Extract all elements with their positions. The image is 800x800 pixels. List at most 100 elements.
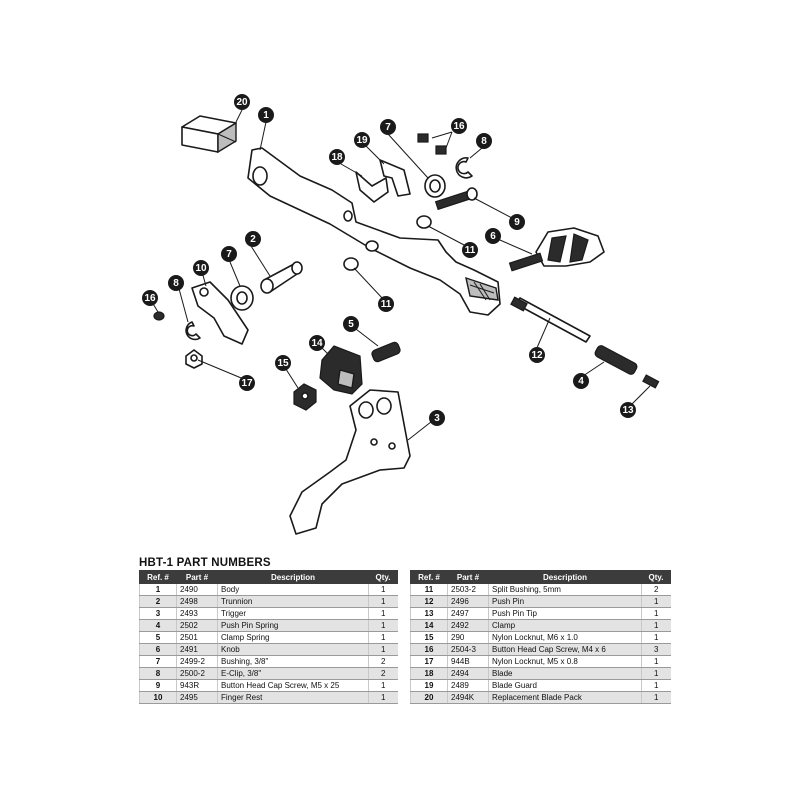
part-push-pin-tip xyxy=(642,374,660,389)
callout-16: 16 xyxy=(451,118,467,134)
cell-qty: 1 xyxy=(368,619,398,632)
cell-ref: 19 xyxy=(410,679,448,692)
callout-label: 7 xyxy=(385,122,391,133)
part-clamp xyxy=(319,345,363,395)
cell-description: Finger Rest xyxy=(217,691,369,704)
part-split-bushing-upper xyxy=(416,215,432,229)
cell-ref: 4 xyxy=(139,619,177,632)
cell-ref: 14 xyxy=(410,619,448,632)
callout-label: 6 xyxy=(490,231,496,242)
cell-ref: 18 xyxy=(410,667,448,680)
callout-label: 19 xyxy=(356,135,368,146)
col-ref-header: Ref. # xyxy=(410,570,448,584)
callout-label: 10 xyxy=(195,263,207,274)
cell-part: 943R xyxy=(176,679,218,692)
callout-19: 19 xyxy=(354,132,370,148)
cell-description: Bushing, 3/8" xyxy=(217,655,369,668)
cell-description: Clamp Spring xyxy=(217,631,369,644)
part-clamp-spring xyxy=(371,341,401,363)
cell-description: Nylon Locknut, M6 x 1.0 xyxy=(488,631,642,644)
cell-ref: 7 xyxy=(139,655,177,668)
cell-description: Knob xyxy=(217,643,369,656)
callout-20: 20 xyxy=(234,94,250,110)
leader-lines xyxy=(151,109,651,441)
callout-11: 11 xyxy=(378,296,394,312)
cell-part: 2499-2 xyxy=(176,655,218,668)
callout-14: 14 xyxy=(309,335,325,351)
callout-label: 14 xyxy=(311,338,323,349)
cell-ref: 11 xyxy=(410,583,448,596)
cell-part: 2497 xyxy=(447,607,489,620)
part-finger-rest xyxy=(191,281,249,345)
cell-part: 2494K xyxy=(447,691,489,704)
callout-label: 8 xyxy=(173,278,179,289)
cell-part: 2503-2 xyxy=(447,583,489,596)
cell-description: E-Clip, 3/8" xyxy=(217,667,369,680)
cell-qty: 1 xyxy=(368,631,398,644)
callout-8: 8 xyxy=(168,275,184,291)
part-cap-screw-left xyxy=(153,311,165,321)
callout-label: 7 xyxy=(226,249,232,260)
cell-ref: 3 xyxy=(139,607,177,620)
cell-ref: 1 xyxy=(139,583,177,596)
callout-5: 5 xyxy=(343,316,359,332)
cell-qty: 1 xyxy=(641,655,671,668)
part-bushing-left xyxy=(230,285,254,311)
cell-part: 2494 xyxy=(447,667,489,680)
callout-label: 18 xyxy=(331,152,343,163)
cell-description: Clamp xyxy=(488,619,642,632)
cell-qty: 1 xyxy=(641,691,671,704)
cell-part: 2495 xyxy=(176,691,218,704)
col-part-header: Part # xyxy=(176,570,218,584)
part-push-pin-spring xyxy=(594,345,638,375)
cell-ref: 5 xyxy=(139,631,177,644)
part-knob xyxy=(508,227,605,272)
cell-description: Blade xyxy=(488,667,642,680)
callout-18: 18 xyxy=(329,149,345,165)
part-bushing-top xyxy=(424,174,446,198)
callout-label: 17 xyxy=(241,378,253,389)
cell-part: 2501 xyxy=(176,631,218,644)
cell-ref: 15 xyxy=(410,631,448,644)
part-trigger xyxy=(289,389,411,535)
callout-8: 8 xyxy=(476,133,492,149)
part-replacement-blade-pack xyxy=(181,115,237,154)
cell-qty: 1 xyxy=(641,607,671,620)
part-cap-screws-top xyxy=(417,133,447,155)
callout-7: 7 xyxy=(380,119,396,135)
table-header-row: Ref. # Part # Description Qty. xyxy=(410,570,671,584)
callout-label: 1 xyxy=(263,110,269,121)
part-push-pin xyxy=(510,296,591,343)
part-e-clip-top xyxy=(455,157,473,179)
cell-qty: 2 xyxy=(368,655,398,668)
callout-13: 13 xyxy=(620,402,636,418)
part-locknut-m6 xyxy=(293,383,317,411)
cell-part: 2496 xyxy=(447,595,489,608)
callout-label: 15 xyxy=(277,358,289,369)
callout-label: 4 xyxy=(578,376,584,387)
callout-17: 17 xyxy=(239,375,255,391)
col-description-header: Description xyxy=(217,570,369,584)
cell-qty: 1 xyxy=(368,595,398,608)
cell-part: 290 xyxy=(447,631,489,644)
cell-description: Trunnion xyxy=(217,595,369,608)
callout-7: 7 xyxy=(221,246,237,262)
cell-qty: 1 xyxy=(641,679,671,692)
cell-ref: 8 xyxy=(139,667,177,680)
callout-label: 20 xyxy=(236,97,248,108)
callout-12: 12 xyxy=(529,347,545,363)
cell-qty: 1 xyxy=(368,583,398,596)
cell-description: Replacement Blade Pack xyxy=(488,691,642,704)
